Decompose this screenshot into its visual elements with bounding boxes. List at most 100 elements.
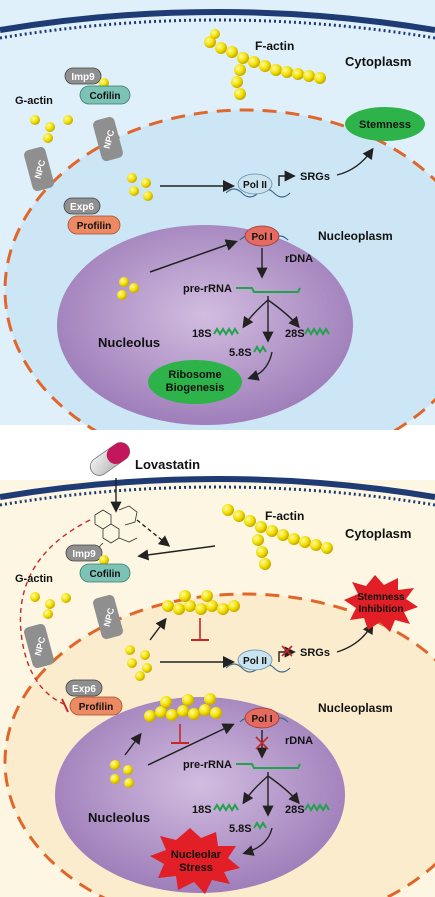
srgs-label-bottom: SRGs <box>300 647 330 659</box>
profilin-protein <box>67 215 121 235</box>
rrna-18s-label: 18S <box>192 328 212 340</box>
pol2-label: Pol II <box>243 180 267 191</box>
npc-label-right-bottom: NPC <box>102 606 117 627</box>
pol1-label: Pol I <box>251 232 272 243</box>
arrow-factin-to-cofilin <box>137 545 216 561</box>
imp9-protein-bottom <box>65 544 103 562</box>
cytoplasm-label-bottom: Cytoplasm <box>345 526 411 541</box>
arrow-to-18s-bottom <box>242 775 269 805</box>
nucleolar-stress-line2: Stress <box>179 862 213 874</box>
exp6-protein <box>63 197 101 215</box>
f-actin-filament <box>204 29 326 100</box>
nucleolar-actin-monomers-bottom <box>110 760 134 788</box>
nucleolus-region-bottom <box>55 697 345 893</box>
transcription-arrow <box>278 170 296 186</box>
rrna-28s-label: 28S <box>285 328 305 340</box>
cofilin-protein-bottom <box>79 563 131 583</box>
nucleoplasm-label-bottom: Nucleoplasm <box>318 701 393 715</box>
arrow-to-nuclear-factin <box>149 617 167 641</box>
cofilin-label-bottom: Cofilin <box>89 569 120 580</box>
top-panel: F-actin Cytoplasm Imp9 Cofilin G-actin N… <box>0 0 435 472</box>
rrna-28s-strand-bottom <box>304 803 330 812</box>
rdna-label-bottom: rDNA <box>285 735 313 747</box>
lovastatin-label: Lovastatin <box>135 457 200 472</box>
rrna-18s-strand <box>213 327 239 336</box>
cofilin-label: Cofilin <box>89 91 120 102</box>
nuclear-actin-monomers <box>127 173 153 201</box>
actin-monomer <box>99 78 109 88</box>
g-actin-monomers <box>30 115 73 143</box>
rrna-28s-label-bottom: 28S <box>285 804 305 816</box>
f-actin-filament-bottom <box>222 504 333 570</box>
npc-label-left: NPC <box>33 158 48 179</box>
arrow-srgs-to-stemness <box>336 147 374 176</box>
g-actin-monomers-bottom <box>30 592 71 619</box>
stemness-label: Stemness <box>359 119 411 131</box>
npc-channel-right-bottom: NPC <box>93 594 123 640</box>
rrna-58s-strand-bottom <box>253 821 267 830</box>
nucleolus-region <box>57 225 353 425</box>
profilin-protein-bottom <box>69 696 123 716</box>
cofilin-protein <box>79 85 131 105</box>
arrow-actin-to-pol1-bottom <box>147 723 235 766</box>
npc-channel-left-bottom: NPC <box>24 623 54 669</box>
rdna-label: rDNA <box>285 253 313 265</box>
arrow-to-18s <box>242 299 269 329</box>
plasma-membrane-bottom <box>0 476 435 500</box>
lovastatin-pill-icon <box>89 442 131 476</box>
arrow-to-stress <box>242 827 273 856</box>
imp9-label-bottom: Imp9 <box>72 549 96 560</box>
bottom-panel: Lovastatin F-actin Cytoplasm Imp9 <box>0 430 435 897</box>
arrow-monomers-to-polymer <box>124 732 142 756</box>
profilin-label: Profilin <box>77 221 111 232</box>
block-x-pol2 <box>281 645 293 657</box>
pol1-enzyme-bottom <box>244 707 280 729</box>
f-actin-label: F-actin <box>255 39 294 53</box>
pol1-label-bottom: Pol I <box>251 714 272 725</box>
actin-monomer-bottom <box>99 555 109 565</box>
lovastatin-molecule <box>88 505 138 550</box>
arrow-to-28s <box>267 299 300 329</box>
npc-label-right: NPC <box>102 128 117 149</box>
nuclear-envelope-bottom <box>3 592 435 897</box>
imp9-label: Imp9 <box>71 72 95 83</box>
arrow-to-ribosome <box>247 351 273 381</box>
cytoplasm-label: Cytoplasm <box>345 54 411 69</box>
g-actin-label-bottom: G-actin <box>15 573 53 585</box>
rrna-58s-label: 5.8S <box>229 347 252 359</box>
nuclear-actin-monomers-bottom <box>125 645 152 681</box>
rrna-28s-strand <box>304 327 330 336</box>
pol2-enzyme-bottom <box>237 649 273 671</box>
ribosome-label-line1: Ribosome <box>168 369 221 381</box>
srgs-label: SRGs <box>300 171 330 183</box>
stemness-inhibition-line1: Stemness <box>357 592 405 603</box>
npc-label-left-bottom: NPC <box>33 635 48 656</box>
nucleolus-label: Nucleolus <box>98 335 160 350</box>
pre-rrna-strand <box>236 287 301 293</box>
nucleolar-stress-line1: Nucleolar <box>171 849 222 861</box>
nucleolus-label-bottom: Nucleolus <box>88 810 150 825</box>
g-actin-label: G-actin <box>15 95 53 107</box>
block-x-pol1 <box>255 736 269 750</box>
ribosome-biogenesis-oval <box>148 360 242 404</box>
stemness-oval <box>345 107 425 141</box>
nuclear-f-actin-polymer <box>162 590 240 615</box>
ribosome-label-line2: Biogenesis <box>166 382 225 394</box>
pre-rrna-label: pre-rRNA <box>183 283 232 295</box>
rrna-58s-label-bottom: 5.8S <box>229 823 252 835</box>
nucleolar-stress-burst <box>150 828 240 894</box>
plasma-membrane <box>0 9 435 33</box>
pol1-enzyme <box>244 225 280 247</box>
nucleolar-f-actin-polymer <box>144 693 222 722</box>
arrow-to-28s-bottom <box>267 775 300 805</box>
profilin-label-bottom: Profilin <box>79 702 113 713</box>
stemness-inhibition-burst <box>344 575 418 632</box>
imp9-protein <box>64 67 102 85</box>
exp6-protein-bottom <box>65 679 103 697</box>
exp6-label-bottom: Exp6 <box>72 684 96 695</box>
npc-channel-right: NPC <box>93 116 123 162</box>
pre-rrna-label-bottom: pre-rRNA <box>183 759 232 771</box>
arrow-actin-to-pol1 <box>149 239 238 273</box>
npc-channel-left: NPC <box>24 146 54 192</box>
